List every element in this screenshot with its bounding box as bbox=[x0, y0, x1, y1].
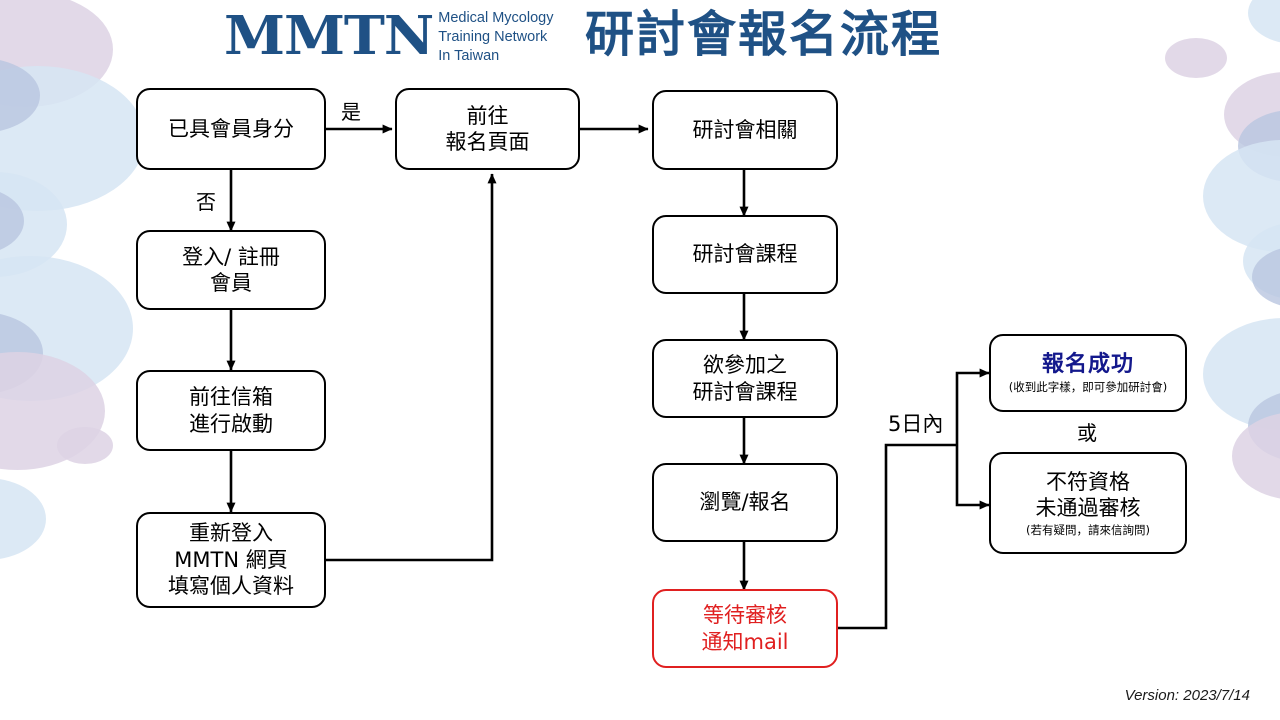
node-line: 已具會員身分 bbox=[168, 116, 294, 141]
decor-bubble bbox=[1232, 412, 1280, 500]
edge-relogin-to-signup bbox=[326, 173, 497, 562]
node-line: 瀏覽/報名 bbox=[699, 490, 791, 515]
node-line: 報名頁面 bbox=[445, 130, 530, 154]
node-line: 未通過審核 bbox=[1035, 496, 1141, 521]
decor-bubble bbox=[0, 352, 105, 470]
flow-node-signup-success[interactable]: 報名成功 (收到此字樣，即可參加研討會) bbox=[989, 334, 1187, 412]
node-line: 欲參加之 bbox=[703, 353, 787, 378]
logo-tagline-line-1: Medical Mycology bbox=[438, 10, 554, 26]
logo-tagline: Medical Mycology Training Network In Tai… bbox=[438, 6, 553, 66]
edge-label-within-five-days: 5日內 bbox=[888, 412, 944, 436]
flow-node-relogin-profile[interactable]: 重新登入 MMTN 網頁 填寫個人資料 bbox=[136, 512, 326, 608]
decor-bubble bbox=[0, 186, 24, 256]
flow-node-seminar-course[interactable]: 研討會課程 bbox=[652, 215, 838, 294]
decor-bubble bbox=[57, 427, 113, 464]
edge-await-to-branch bbox=[838, 443, 957, 630]
flow-node-not-qualified[interactable]: 不符資格 未通過審核 (若有疑問，請來信詢問) bbox=[989, 452, 1187, 554]
page-title: 研討會報名流程 bbox=[585, 6, 943, 63]
flow-node-browse-signup[interactable]: 瀏覽/報名 bbox=[652, 463, 838, 542]
mmtn-logo: MMTN Medical Mycology Training Network I… bbox=[224, 6, 554, 66]
flow-node-await-review[interactable]: 等待審核 通知mail bbox=[652, 589, 838, 668]
decor-bubble bbox=[0, 256, 133, 401]
node-line: 會員 bbox=[210, 271, 252, 295]
node-subtext: (若有疑問，請來信詢問) bbox=[1026, 522, 1150, 537]
node-line: 前往 bbox=[466, 103, 509, 128]
flow-node-go-signup-page[interactable]: 前往 報名頁面 bbox=[395, 88, 580, 170]
logo-tagline-line-3: In Taiwan bbox=[438, 48, 500, 65]
node-line: MMTN 網頁 bbox=[174, 547, 288, 572]
node-line: 不符資格 bbox=[1046, 469, 1130, 494]
node-line: 填寫個人資料 bbox=[168, 574, 294, 599]
node-line: 重新登入 bbox=[189, 521, 273, 546]
decor-bubble bbox=[0, 172, 67, 277]
flow-node-member-status[interactable]: 已具會員身分 bbox=[136, 88, 326, 170]
flow-node-login-register[interactable]: 登入/ 註冊 會員 bbox=[136, 230, 326, 310]
node-subtext: (收到此字樣，即可參加研討會) bbox=[1008, 379, 1168, 394]
flow-node-seminar-related[interactable]: 研討會相關 bbox=[652, 90, 838, 170]
node-line: 登入/ 註冊 bbox=[182, 244, 280, 269]
version-label: Version: 2023/7/14 bbox=[1124, 687, 1250, 704]
edge-branch-to-rejected bbox=[955, 445, 990, 510]
edge-label-yes: 是 bbox=[341, 100, 361, 124]
node-line: 等待審核 bbox=[703, 603, 787, 628]
node-line: 進行啟動 bbox=[189, 411, 273, 436]
decor-bubble bbox=[0, 0, 113, 107]
node-line: 研討會相關 bbox=[692, 117, 798, 142]
decor-bubble bbox=[1203, 318, 1280, 430]
node-line: 研討會課程 bbox=[692, 242, 798, 267]
flow-node-desired-course[interactable]: 欲參加之 研討會課程 bbox=[652, 339, 838, 418]
logo-wordmark: MMTN bbox=[223, 4, 434, 67]
flow-node-go-mailbox[interactable]: 前往信箱 進行啟動 bbox=[136, 370, 326, 451]
node-line: 通知mail bbox=[701, 629, 789, 654]
decor-bubble bbox=[0, 478, 46, 560]
decor-bubble bbox=[1252, 246, 1280, 308]
decor-bubble bbox=[1224, 72, 1280, 157]
decor-bubble bbox=[0, 58, 40, 133]
decor-bubble bbox=[1165, 38, 1227, 78]
edge-label-no: 否 bbox=[196, 190, 216, 214]
decor-bubble bbox=[1238, 110, 1280, 182]
decor-bubble bbox=[1203, 140, 1280, 252]
node-line: 研討會課程 bbox=[692, 379, 798, 404]
node-line: 前往信箱 bbox=[189, 385, 273, 410]
edge-label-or: 或 bbox=[1077, 421, 1097, 445]
edge-branch-to-success bbox=[955, 368, 990, 445]
decor-bubble bbox=[1248, 0, 1280, 44]
node-line: 報名成功 bbox=[1041, 352, 1134, 378]
decor-bubble bbox=[0, 66, 145, 211]
logo-tagline-line-2: Training Network bbox=[438, 29, 548, 46]
decor-bubble bbox=[1243, 222, 1280, 300]
decor-bubble bbox=[0, 312, 43, 394]
decor-bubble bbox=[1248, 390, 1280, 462]
